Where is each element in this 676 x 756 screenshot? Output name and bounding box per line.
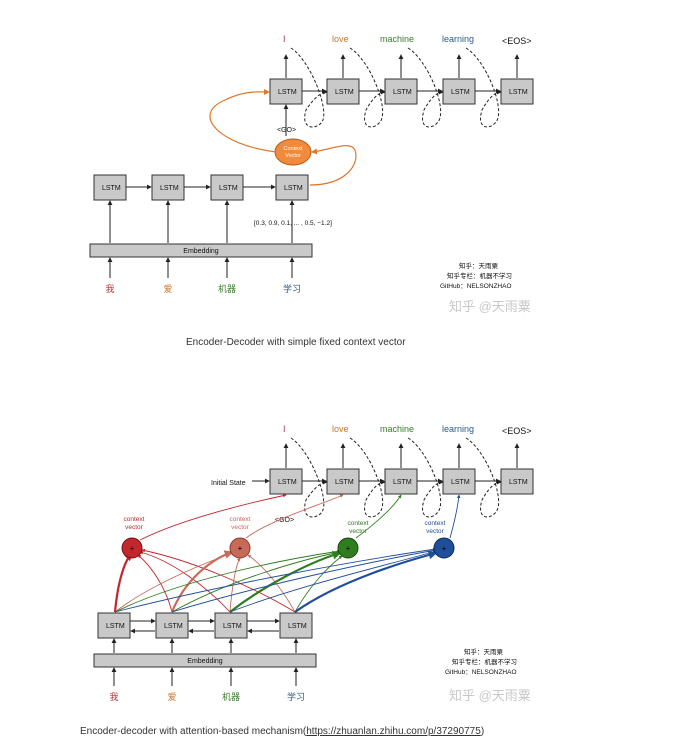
output-word-3: machine — [380, 424, 414, 434]
decoder-lstm-label: LSTM — [278, 479, 297, 486]
output-word-4: learning — [442, 424, 474, 434]
decoder-lstm-5 — [500, 78, 534, 105]
output-word-5: <EOS> — [502, 426, 532, 436]
decoder-lstm-1 — [269, 468, 303, 495]
context-vector-label-2: Vector — [285, 153, 301, 159]
attention-context-3 — [337, 537, 359, 559]
encoder-lstm-label: LSTM — [219, 185, 238, 192]
encoder-lstm-3 — [214, 612, 248, 639]
output-word-1: I — [283, 34, 286, 44]
encoder-lstm-2 — [151, 174, 185, 201]
output-word-3: machine — [380, 34, 414, 44]
input-word-2: 爱 — [163, 284, 172, 294]
encoder-lstm-label: LSTM — [284, 185, 303, 192]
decoder-lstm-label: LSTM — [451, 89, 470, 96]
output-word-2: love — [332, 34, 349, 44]
encoder-lstm-label: LSTM — [223, 623, 242, 630]
diagram-fixed-context: I love machine learning <EOS> LSTM LSTM … — [89, 34, 534, 314]
decoder-lstm-label: LSTM — [509, 89, 528, 96]
decoder-lstm-label: LSTM — [393, 89, 412, 96]
encoder-lstm-label: LSTM — [164, 623, 183, 630]
decoder-lstm-3 — [384, 78, 418, 105]
caption-attention: Encoder-decoder with attention-based mec… — [80, 726, 484, 737]
attention-context-4 — [433, 537, 455, 559]
context-label-1a: context — [124, 516, 145, 523]
embedding-label: Embedding — [183, 248, 219, 255]
output-word-5: <EOS> — [502, 36, 532, 46]
encoder-lstm-3 — [210, 174, 244, 201]
context-label-2b: vector — [231, 524, 250, 531]
encoder-lstm-label: LSTM — [102, 185, 121, 192]
context-label-1b: vector — [125, 524, 144, 531]
go-token: <GO> — [275, 517, 294, 524]
context-vector-node — [274, 138, 312, 166]
decoder-lstm-label: LSTM — [393, 479, 412, 486]
plus-icon: + — [442, 544, 447, 553]
input-word-4: 学习 — [283, 283, 301, 294]
context-label-3a: context — [348, 520, 369, 527]
diagram-attention: I love machine learning <EOS> LSTM LSTM … — [93, 424, 534, 703]
context-label-4b: vector — [426, 528, 445, 535]
context-label-2a: context — [230, 516, 251, 523]
embedding-bar — [93, 653, 317, 668]
decoder-lstm-label: LSTM — [451, 479, 470, 486]
decoder-lstm-label: LSTM — [335, 479, 354, 486]
plus-icon: + — [130, 544, 135, 553]
watermark: 知乎 @天雨粟 — [449, 299, 531, 314]
plus-icon: + — [346, 544, 351, 553]
decoder-lstm-3 — [384, 468, 418, 495]
output-word-2: love — [332, 424, 349, 434]
embedding-bar — [89, 243, 313, 258]
encoder-lstm-label: LSTM — [288, 623, 307, 630]
watermark: 知乎 @天雨粟 — [449, 688, 531, 703]
context-label-4a: context — [425, 520, 446, 527]
credit-line-2: 知乎专栏：机器不学习 — [452, 657, 517, 666]
caption-attention-link[interactable]: https://zhuanlan.zhihu.com/p/37290775 — [306, 726, 481, 737]
encoder-lstm-label: LSTM — [106, 623, 125, 630]
encoder-lstm-label: LSTM — [160, 185, 179, 192]
encoder-lstm-2 — [155, 612, 189, 639]
decoder-lstm-5 — [500, 468, 534, 495]
caption-attention-end: ) — [480, 726, 485, 737]
credit-line-3: GitHub：NELSONZHAO — [445, 669, 517, 676]
input-word-2: 爱 — [167, 692, 176, 702]
input-word-4: 学习 — [287, 691, 305, 702]
credit-line-1: 知乎：天雨粟 — [459, 261, 499, 270]
encoder-lstm-4 — [275, 174, 309, 201]
input-word-3: 机器 — [222, 691, 240, 702]
decoder-lstm-label: LSTM — [335, 89, 354, 96]
vector-values: [0.3, 0.9, 0.1, ... , 0.5, −1.2] — [254, 220, 332, 227]
input-word-1: 我 — [105, 284, 114, 294]
caption-fixed-context: Encoder-Decoder with simple fixed contex… — [186, 337, 406, 348]
caption-attention-text: Encoder-decoder with attention-based mec… — [80, 726, 307, 737]
initial-state-label: Initial State — [211, 480, 246, 487]
decoder-lstm-label: LSTM — [278, 89, 297, 96]
embedding-label: Embedding — [187, 658, 223, 665]
input-word-3: 机器 — [218, 283, 236, 294]
encoder-lstm-1 — [97, 612, 131, 639]
credit-line-1: 知乎：天雨粟 — [464, 647, 504, 656]
attention-context-2 — [229, 537, 251, 559]
input-word-1: 我 — [109, 692, 118, 702]
context-label-3b: vector — [349, 528, 368, 535]
plus-icon: + — [238, 544, 243, 553]
context-vector-label-1: Context — [284, 146, 303, 152]
attention-context-1 — [121, 537, 143, 559]
go-token: <GO> — [277, 127, 296, 134]
decoder-lstm-label: LSTM — [509, 479, 528, 486]
encoder-lstm-4 — [279, 612, 313, 639]
credit-line-2: 知乎专栏：机器不学习 — [447, 271, 512, 280]
encoder-lstm-1 — [93, 174, 127, 201]
output-word-1: I — [283, 424, 286, 434]
output-word-4: learning — [442, 34, 474, 44]
decoder-lstm-2 — [326, 468, 360, 495]
credit-line-3: GitHub：NELSONZHAO — [440, 283, 512, 290]
